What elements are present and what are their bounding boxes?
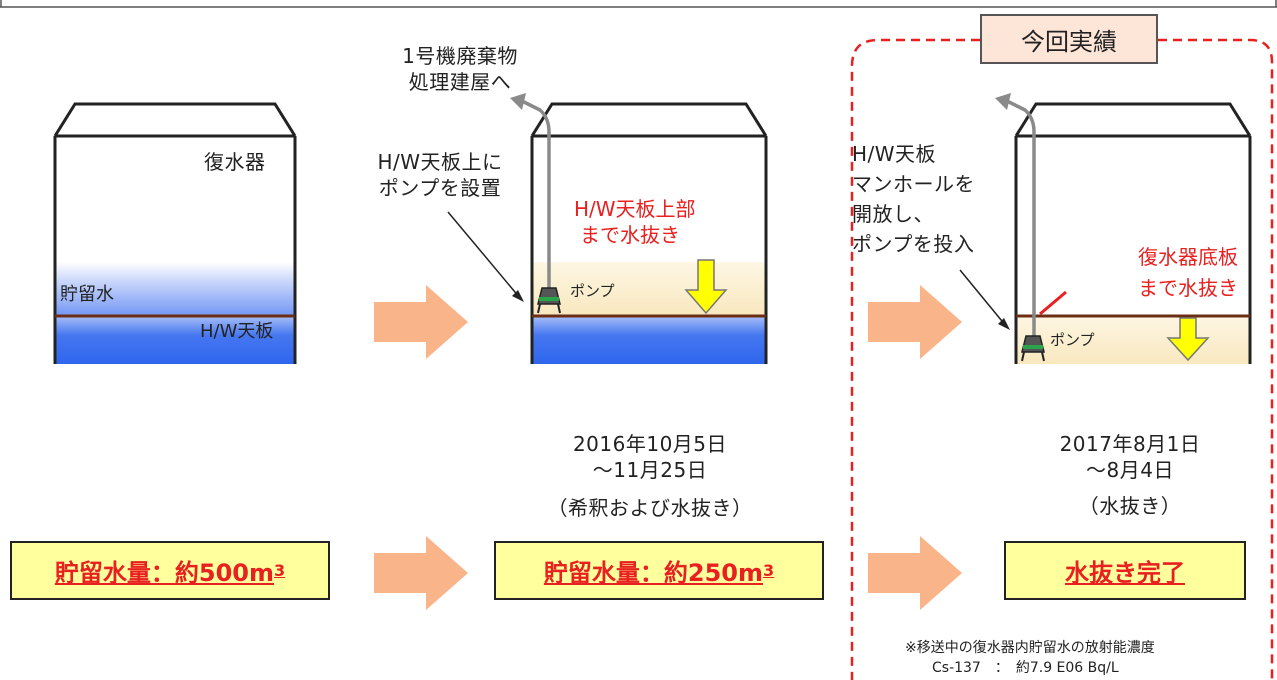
pointer-line-2 (447, 211, 521, 299)
current-result-title: 今回実績 (980, 14, 1158, 64)
condenser-1-roof (53, 102, 297, 137)
stored-water-label: 貯留水 (60, 284, 114, 305)
pointer-line-3 (959, 269, 1007, 327)
date-2-line2: ～11月25日 (592, 458, 708, 482)
stored-water-lower (55, 316, 295, 364)
date-2-line1: 2016年10月5日 (572, 432, 728, 456)
stored-water-upper (55, 262, 295, 318)
hw-plate-label: H/W天板 (200, 321, 274, 342)
drain-note-2-line1: H/W天板上部 (574, 197, 696, 221)
condenser-label: 復水器 (204, 150, 266, 174)
date-3-line1: 2017年8月1日 (1059, 432, 1201, 456)
drain-note-3-line2: まで水抜き (1138, 276, 1238, 300)
footnote-line1: ※移送中の復水器内貯留水の放射能濃度 (905, 640, 1155, 656)
condenser-3 (959, 93, 1252, 364)
volume-1-sup: 3 (273, 561, 286, 580)
date-3-line2: ～8月4日 (1086, 458, 1174, 482)
pump-icon-2 (537, 287, 561, 314)
arrow-upper-2 (868, 285, 962, 359)
arrow-upper-1 (374, 285, 468, 359)
install-note-3-line1: H/W天板 (852, 142, 937, 166)
drain-note-2-line2: まで水抜き (580, 223, 680, 247)
sand-zone-2 (532, 262, 766, 316)
manhole-opening (1039, 290, 1067, 316)
drain-arrow-3 (1166, 317, 1210, 362)
volume-2-sup: 3 (762, 561, 775, 580)
condenser-1 (53, 102, 297, 364)
install-note-2-line1: H/W天板上に (377, 150, 503, 174)
destination-line2: 処理建屋へ (408, 70, 512, 94)
condenser-2 (447, 93, 768, 364)
pipe-arrowhead-2 (510, 93, 526, 110)
discharge-pipe-3 (1004, 98, 1036, 336)
drain-note-3-line1: 復水器底板 (1138, 245, 1238, 269)
current-result-frame (850, 38, 1274, 680)
volume-1-text: 貯留水量：約500m (54, 559, 274, 587)
install-note-3-line2: マンホールを (852, 172, 975, 196)
install-note-3-line4: ポンプを投入 (852, 232, 975, 256)
pump-label-3: ポンプ (1050, 331, 1095, 349)
install-note-3-line3: 開放し、 (852, 202, 934, 226)
pump-icon-3 (1021, 335, 1045, 362)
discharge-pipe-2 (519, 98, 551, 288)
footnote-line2: Cs-137 ： 約7.9 E06 Bq/L (932, 660, 1119, 676)
arrow-lower-1 (374, 536, 468, 610)
pump-label-2: ポンプ (570, 282, 615, 300)
destination-line1: 1号機廃棄物 (402, 44, 518, 68)
arrow-lower-2 (868, 536, 962, 610)
date-2-line3: （希釈および水抜き） (547, 496, 753, 520)
drain-arrow-2 (684, 259, 728, 315)
volume-box-3: 水抜き完了 (1004, 541, 1246, 600)
install-note-2-line2: ポンプを設置 (378, 176, 502, 200)
date-3-line3: （水抜き） (1078, 494, 1182, 518)
water-below-plate-2 (532, 316, 766, 364)
pipe-arrowhead-3 (995, 93, 1011, 110)
condenser-1-walls (53, 136, 297, 364)
volume-2-text: 貯留水量：約250m (543, 559, 763, 587)
volume-3-text: 水抜き完了 (1065, 559, 1185, 587)
sand-zone-3 (1016, 316, 1250, 364)
